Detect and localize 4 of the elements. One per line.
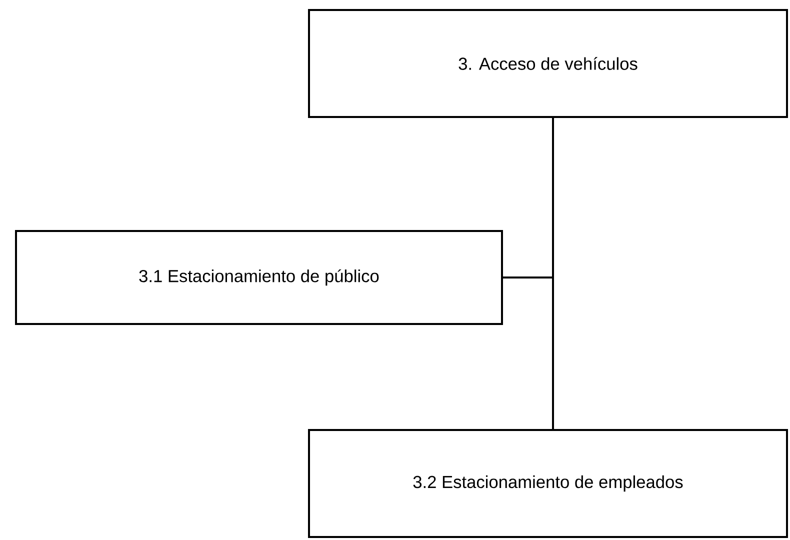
connector-line [552, 118, 554, 429]
process-box: 3. Acceso de vehículos [308, 9, 788, 118]
process-box: 3.2 Estacionamiento de empleados [308, 429, 788, 538]
process-box: 3.1 Estacionamiento de público [15, 230, 503, 325]
